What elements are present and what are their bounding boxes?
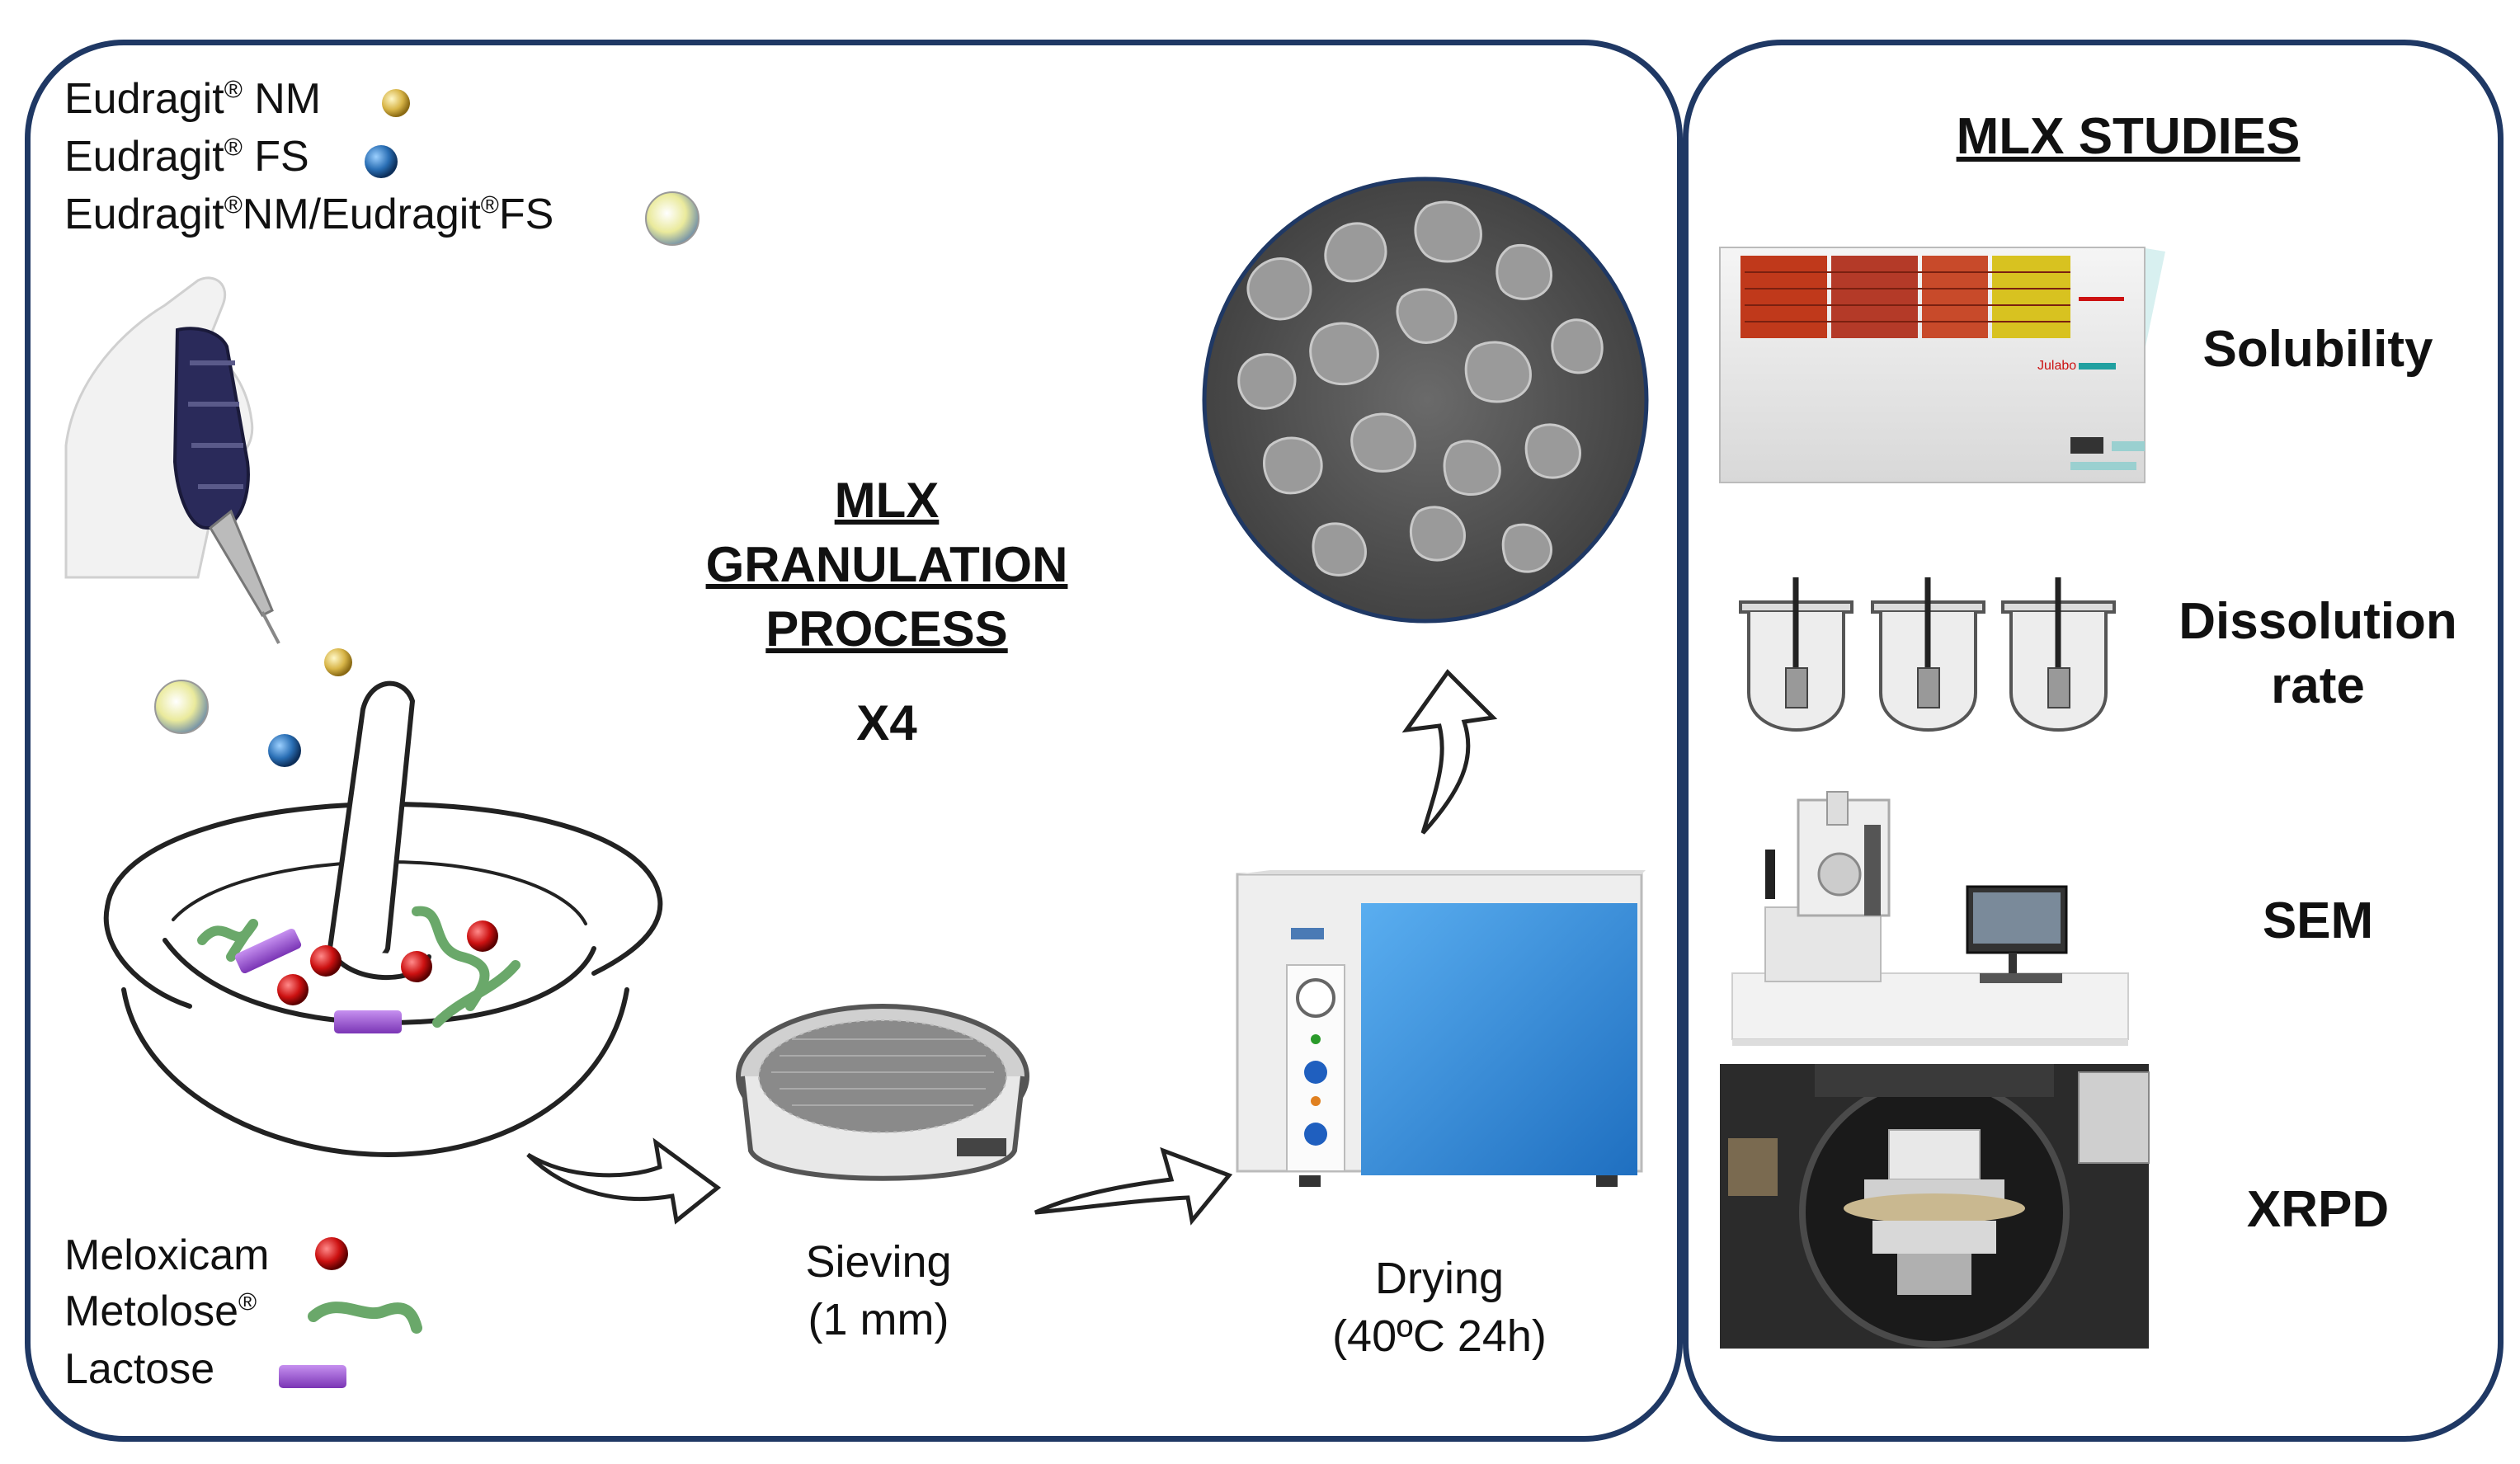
gloved-hand-icon	[64, 276, 280, 644]
mix-metolose-3	[432, 960, 520, 1028]
xrpd-chamber-icon	[1720, 1064, 2150, 1349]
falling-fs-sphere	[268, 734, 301, 767]
falling-nm-sphere	[324, 648, 352, 676]
mix-lactose-2	[334, 1010, 402, 1033]
legend-eudragit-nm: Eudragit® NM	[64, 75, 322, 123]
studies-title: MLX STUDIES	[1956, 108, 2301, 165]
water-bath-icon: Julabo	[1719, 247, 2165, 483]
mix-meloxicam-2	[277, 974, 309, 1005]
sem-label: SEM	[2262, 892, 2374, 949]
legend-eudragit-mix: Eudragit®NM/Eudragit®FS	[64, 191, 554, 238]
mix-metolose-2	[412, 906, 490, 1011]
arrow-to-sieving	[526, 1137, 722, 1225]
sem-instrument-icon	[1731, 791, 2129, 1046]
metolose-squiggle	[308, 1302, 422, 1334]
legend-lactose: Lactose	[64, 1345, 215, 1393]
dissolution-vessels-icon	[1739, 577, 2116, 732]
vessel-1	[1739, 577, 1853, 732]
mortar-and-pestle-icon	[103, 680, 663, 1158]
eudragit-nm-sphere	[382, 89, 410, 117]
bath-brand-label: Julabo	[2037, 359, 2076, 373]
sem-circle-border	[1202, 177, 1649, 624]
repeat-label: X4	[856, 695, 917, 751]
mix-meloxicam-1	[310, 945, 341, 977]
arrow-to-drying	[1034, 1146, 1233, 1226]
xrpd-label: XRPD	[2246, 1181, 2390, 1238]
process-title-line3: PROCESS	[765, 601, 1008, 657]
legend-metolose: Metolose®	[64, 1287, 257, 1335]
eudragit-mix-sphere	[645, 191, 699, 246]
legend-eudragit-fs: Eudragit® FS	[64, 133, 309, 181]
process-title-line2: GRANULATION	[705, 537, 1068, 592]
vessel-3	[2001, 577, 2116, 732]
eudragit-fs-sphere	[365, 145, 398, 178]
solubility-label: Solubility	[2202, 321, 2433, 378]
arrow-to-sem	[1401, 669, 1498, 835]
legend-meloxicam: Meloxicam	[64, 1231, 270, 1279]
sieve-icon	[736, 1004, 1029, 1181]
mix-metolose-1	[197, 919, 259, 962]
sem-micrograph	[1204, 179, 1646, 621]
falling-mix-sphere	[154, 680, 209, 734]
process-title-line1: MLX	[834, 473, 940, 528]
mix-lactose-1	[234, 928, 302, 974]
sieving-caption: Sieving(1 mm)	[805, 1237, 952, 1344]
lactose-rod	[279, 1365, 346, 1388]
drying-oven-icon	[1236, 870, 1646, 1187]
drying-caption: Drying(40ºC 24h)	[1332, 1254, 1547, 1361]
meloxicam-sphere	[315, 1237, 348, 1270]
mix-meloxicam-4	[467, 920, 498, 952]
mix-meloxicam-3	[401, 951, 432, 982]
vessel-2	[1871, 577, 1985, 732]
